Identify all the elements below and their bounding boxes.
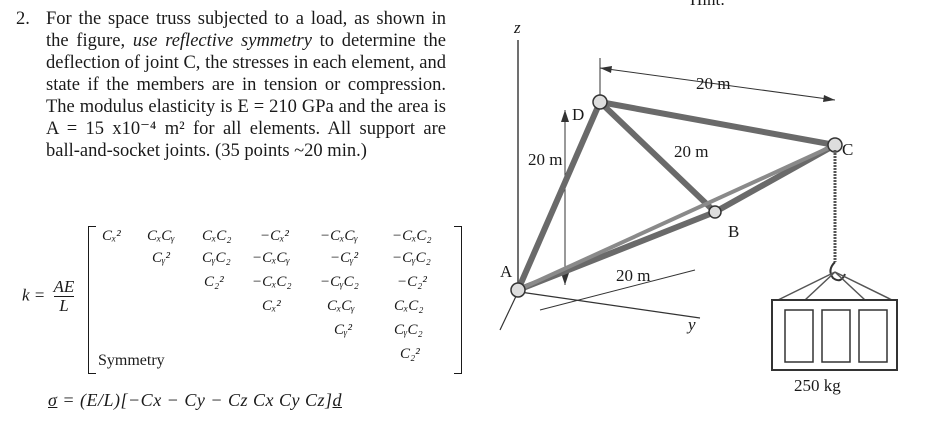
- y-axis-line: [519, 291, 701, 319]
- matrix-cell: −C₂²: [397, 274, 427, 290]
- truss-diagram: [499, 40, 898, 371]
- dim-mid-label: 20 m: [674, 142, 709, 161]
- matrix-cell: CₓC₂: [394, 298, 424, 314]
- matrix-cell: C₂²: [204, 274, 224, 290]
- matrix-cell: −CₓC₂: [392, 228, 432, 244]
- sling: [834, 271, 893, 301]
- matrix-cell: CᵧC₂: [202, 250, 231, 266]
- dim-arrow: [561, 273, 569, 285]
- joint-b-node: [708, 205, 722, 219]
- joint-c-node: [827, 137, 843, 153]
- problem-text: For the space truss subjected to a load,…: [46, 8, 446, 162]
- axis-y-label: y: [688, 315, 696, 334]
- x-axis-line: [499, 291, 519, 331]
- dim-top-label: 20 m: [696, 74, 731, 93]
- joint-a-label: A: [500, 262, 513, 281]
- stress-formula-rhs: = (E/L)[−Cx − Cy − Cz Cx Cy Cz]: [57, 390, 333, 410]
- axis-z-label: z: [514, 18, 521, 37]
- member-dc: [599, 99, 836, 148]
- matrix-cell: Cₓ²: [262, 298, 281, 314]
- matrix-cell: −CₓC₂: [252, 274, 292, 290]
- k-numerator: AE: [53, 277, 75, 297]
- joint-a-node: [510, 282, 526, 298]
- dim-line-bottom: [539, 269, 696, 311]
- matrix-cell: CᵧC₂: [394, 322, 423, 338]
- truss-figure: Hint: z y A B C D 20 m 20 m 20 m 20 m 25…: [460, 0, 930, 436]
- matrix-bracket-left: [88, 226, 96, 374]
- problem-text-before: For the space truss subjected to a load,…: [46, 9, 446, 51]
- dim-arrow: [600, 66, 612, 73]
- matrix-cell: CₓC₂: [202, 228, 232, 244]
- matrix-cell: −Cᵧ²: [330, 250, 359, 266]
- dim-arrow: [561, 110, 569, 122]
- matrix-cell: Cₓ²: [102, 228, 121, 244]
- problem-number: 2.: [16, 9, 30, 29]
- matrix-cell: CₓCᵧ: [147, 228, 175, 244]
- k-equation: k = AE L: [22, 277, 75, 315]
- sigma-symbol: σ: [48, 390, 58, 410]
- problem-statement: 2. For the space truss subjected to a lo…: [16, 8, 446, 162]
- matrix-cell: −CᵧC₂: [320, 274, 359, 290]
- stiffness-matrix: k = AE L Cₓ² CₓCᵧ CₓC₂ −Cₓ² −CₓCᵧ −CₓC₂ …: [22, 218, 462, 378]
- hint-label: Hint:: [690, 0, 725, 10]
- matrix-cell: −CₓCᵧ: [252, 250, 290, 266]
- k-lhs: k =: [22, 285, 46, 305]
- joint-d-node: [592, 94, 608, 110]
- crate-panel: [821, 309, 851, 363]
- joint-b-label: B: [728, 222, 740, 241]
- stress-formula: σ = (E/L)[−Cx − Cy − Cz Cx Cy Cz]d: [48, 390, 342, 411]
- dim-bottom-label: 20 m: [616, 266, 651, 285]
- symmetry-label: Symmetry: [98, 352, 165, 369]
- displacement-vector: d: [332, 390, 342, 410]
- matrix-cell: Cᵧ²: [334, 322, 352, 338]
- sling: [834, 271, 866, 301]
- joint-d-label: D: [572, 105, 585, 124]
- problem-text-emphasis: use reflective symmetry: [132, 31, 312, 51]
- ae-over-l: AE L: [53, 277, 75, 315]
- joint-c-label: C: [842, 140, 854, 159]
- dim-arrow: [823, 95, 835, 102]
- matrix-cell: Cᵧ²: [152, 250, 170, 266]
- member-ad: [515, 100, 603, 292]
- matrix-cell: −CₓCᵧ: [320, 228, 358, 244]
- dim-line-top: [599, 67, 836, 101]
- dim-left-label: 20 m: [528, 150, 563, 169]
- sling: [777, 271, 836, 301]
- matrix-cell: CₓCᵧ: [327, 298, 355, 314]
- crate: [771, 299, 898, 371]
- k-denominator: L: [59, 296, 69, 315]
- matrix-cell: −Cₓ²: [260, 228, 289, 244]
- member-ac: [517, 143, 836, 292]
- crate-panel: [858, 309, 888, 363]
- matrix-cell: −CᵧC₂: [392, 250, 431, 266]
- load-label: 250 kg: [794, 376, 841, 395]
- sling: [804, 271, 836, 301]
- matrix-bracket-right: [454, 226, 462, 374]
- hook-icon: [829, 261, 846, 282]
- member-db: [597, 99, 718, 215]
- matrix-cell: C₂²: [400, 346, 420, 362]
- problem-text-after: to determine the deflection of joint C, …: [46, 31, 447, 161]
- crate-panel: [784, 309, 814, 363]
